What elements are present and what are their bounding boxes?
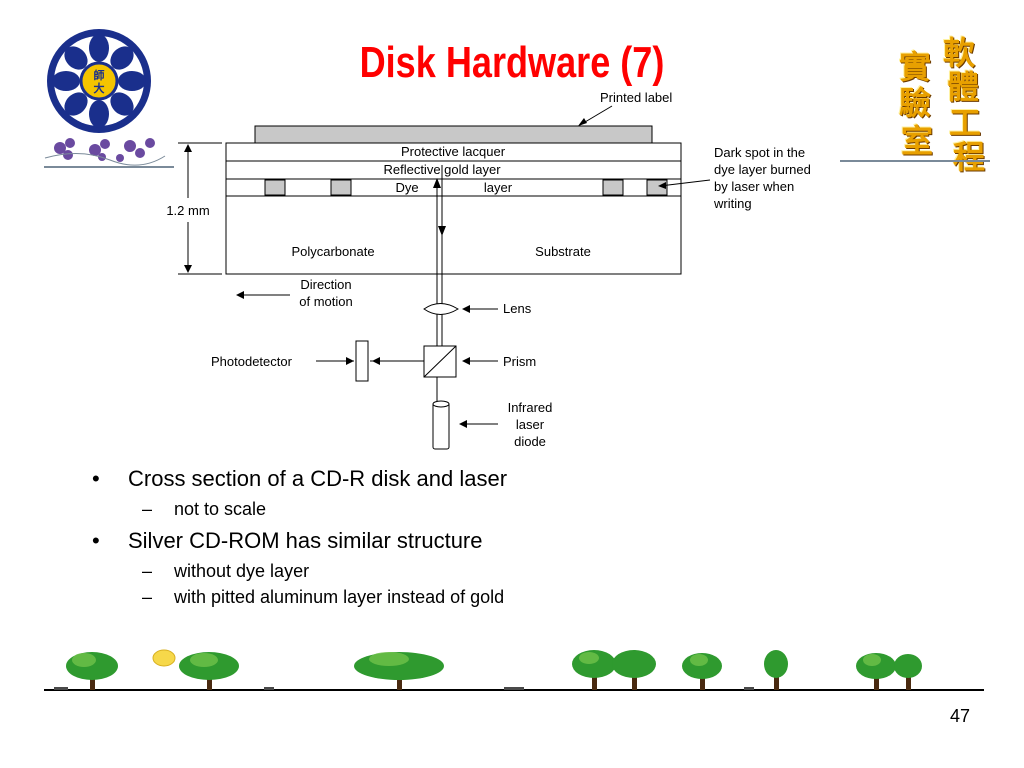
lab-seal-icon: 軟 體 工 程 實 驗 室 (895, 28, 987, 176)
dye-dark-spot (646, 179, 668, 196)
tree-icon (894, 654, 922, 678)
seal-char: 軟 (943, 34, 976, 72)
sun-icon (152, 649, 176, 667)
page-number: 47 (949, 706, 970, 726)
protective-lacquer-text: Protective lacquer (401, 144, 506, 159)
divider-right (840, 160, 990, 162)
laser-text-1: Infrared (508, 400, 553, 415)
direction-text-1: Direction (300, 277, 351, 292)
tree-icon (612, 650, 656, 678)
direction-text-2: of motion (299, 294, 352, 309)
laser-diode-icon (432, 402, 450, 450)
bullet-item: •Silver CD-ROM has similar structure (92, 528, 483, 553)
logo-text: 師 (94, 68, 105, 82)
tree-landscape-decoration (44, 649, 984, 691)
dye-dark-spot (602, 179, 624, 196)
sub-bullet-item: –not to scale (142, 499, 267, 519)
substrate-text: Substrate (535, 244, 591, 259)
printed-label-layer (254, 125, 653, 144)
laser-text-3: diode (514, 434, 546, 449)
sub-bullet-item: –with pitted aluminum layer instead of g… (142, 587, 505, 607)
tree-icon (764, 650, 788, 678)
dark-spot-text-3: by laser when (714, 179, 794, 194)
svg-text:大: 大 (94, 81, 105, 95)
seal-char: 程 (953, 138, 986, 176)
layer-text: layer (484, 180, 513, 195)
divider-left (44, 166, 174, 168)
dark-spot-text-1: Dark spot in the (714, 145, 805, 160)
flower-decoration-icon (44, 138, 166, 166)
dark-spot-text-2: dye layer burned (714, 162, 811, 177)
university-logo-icon: 師 大 (47, 29, 151, 133)
photodetector-icon (355, 340, 369, 382)
sub-bullet-item: –without dye layer (142, 561, 310, 581)
seal-char: 實 (899, 48, 932, 86)
seal-char: 室 (901, 122, 934, 160)
bullet-list: •Cross section of a CD-R disk and laser … (92, 466, 892, 616)
printed-label-text: Printed label (600, 90, 672, 105)
dye-text: Dye (395, 180, 418, 195)
photodetector-text: Photodetector (211, 354, 293, 369)
polycarbonate-text: Polycarbonate (291, 244, 374, 259)
lens-text: Lens (503, 301, 532, 316)
seal-char: 體 (947, 68, 980, 106)
bullet-item: •Cross section of a CD-R disk and laser (92, 466, 508, 491)
dark-spot-text-4: writing (713, 196, 752, 211)
laser-text-2: laser (516, 417, 545, 432)
lens-icon (423, 303, 459, 315)
dye-dark-spot (330, 179, 352, 196)
cd-r-cross-section-diagram: Printed label Protective lacquer Reflect… (166, 90, 811, 450)
seal-char: 工 (949, 104, 982, 142)
seal-char: 驗 (899, 84, 932, 122)
thickness-text: 1.2 mm (166, 203, 209, 218)
prism-text: Prism (503, 354, 536, 369)
dye-dark-spot (264, 179, 286, 196)
slide-title: Disk Hardware (7) (359, 38, 665, 87)
polycarbonate-substrate (225, 195, 682, 275)
